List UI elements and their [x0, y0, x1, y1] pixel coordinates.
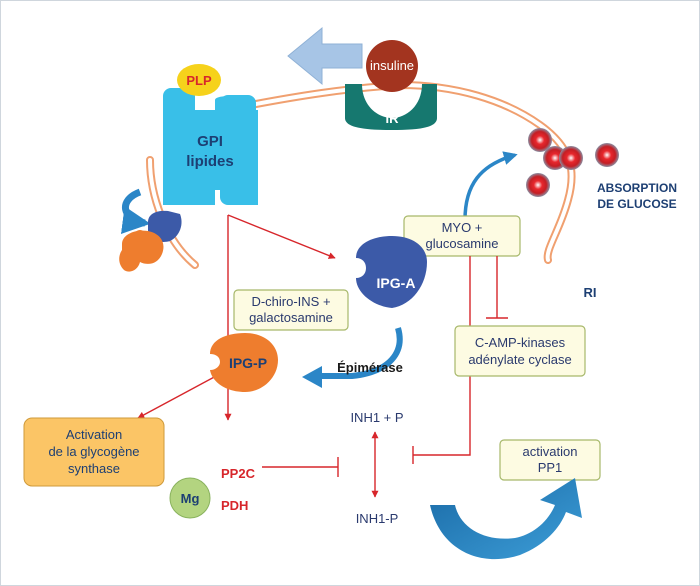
mg-node [169, 477, 211, 519]
pp2c-label: PP2C [221, 466, 256, 481]
inh1-p-label: INH1 + P [350, 410, 403, 425]
myo-box [403, 215, 521, 257]
activation-label-line2: de la glycogène [48, 444, 139, 459]
camp-label-line2: adénylate cyclase [468, 352, 571, 367]
ipg-p-node [210, 333, 278, 392]
mg-label: Mg [181, 491, 200, 506]
absorption-label-line2: DE GLUCOSE [597, 197, 676, 211]
ir-receptor [345, 84, 437, 130]
camp-label-line1: C-AMP-kinases [475, 335, 566, 350]
activation-label-line3: synthase [68, 461, 120, 476]
insuline-label: insuline [370, 58, 414, 73]
activation-label-line1: Activation [66, 427, 122, 442]
ri-label: RI [584, 285, 597, 300]
gpi-label-line2: lipides [186, 153, 234, 170]
epimerase-arrow [320, 327, 403, 379]
glucose-molecules [526, 128, 619, 197]
dchiro-label-line1: D-chiro-INS + [251, 294, 330, 309]
cleavage-arrow [120, 188, 151, 234]
ipg-a-node [356, 236, 427, 308]
ipg-p-label: IPG-P [229, 355, 267, 371]
plp-label: PLP [186, 73, 212, 88]
epimerase-arrowhead [302, 366, 322, 388]
epimerase-label: Épimérase [337, 360, 403, 375]
camp-box [454, 325, 586, 377]
insuline-node [366, 40, 418, 92]
signal-arrow [287, 26, 363, 86]
dchiro-box [233, 289, 349, 331]
activation-box [23, 417, 165, 487]
inh1p-label: INH1-P [356, 511, 399, 526]
absorption-label-line1: ABSORPTION [597, 181, 677, 195]
pp1-label-line2: PP1 [538, 460, 563, 475]
glucose-uptake-arrow [463, 151, 518, 221]
ipg-a-label: IPG-A [377, 275, 416, 291]
gpi-label-line1: GPI [197, 133, 223, 150]
pp1-label-line1: activation [523, 444, 578, 459]
pp1-activation-arrow [430, 478, 582, 560]
cleaved-fragment [119, 210, 182, 272]
pdh-label: PDH [221, 498, 248, 513]
myo-label-line1: MYO + [442, 220, 483, 235]
pp1-box [499, 439, 601, 481]
plp-node [177, 64, 221, 96]
dchiro-label-line2: galactosamine [249, 310, 333, 325]
ir-label: IR [386, 111, 400, 126]
myo-label-line2: glucosamine [426, 236, 499, 251]
gpi-lipid-anchor [163, 88, 258, 205]
red-pathways [137, 214, 508, 477]
